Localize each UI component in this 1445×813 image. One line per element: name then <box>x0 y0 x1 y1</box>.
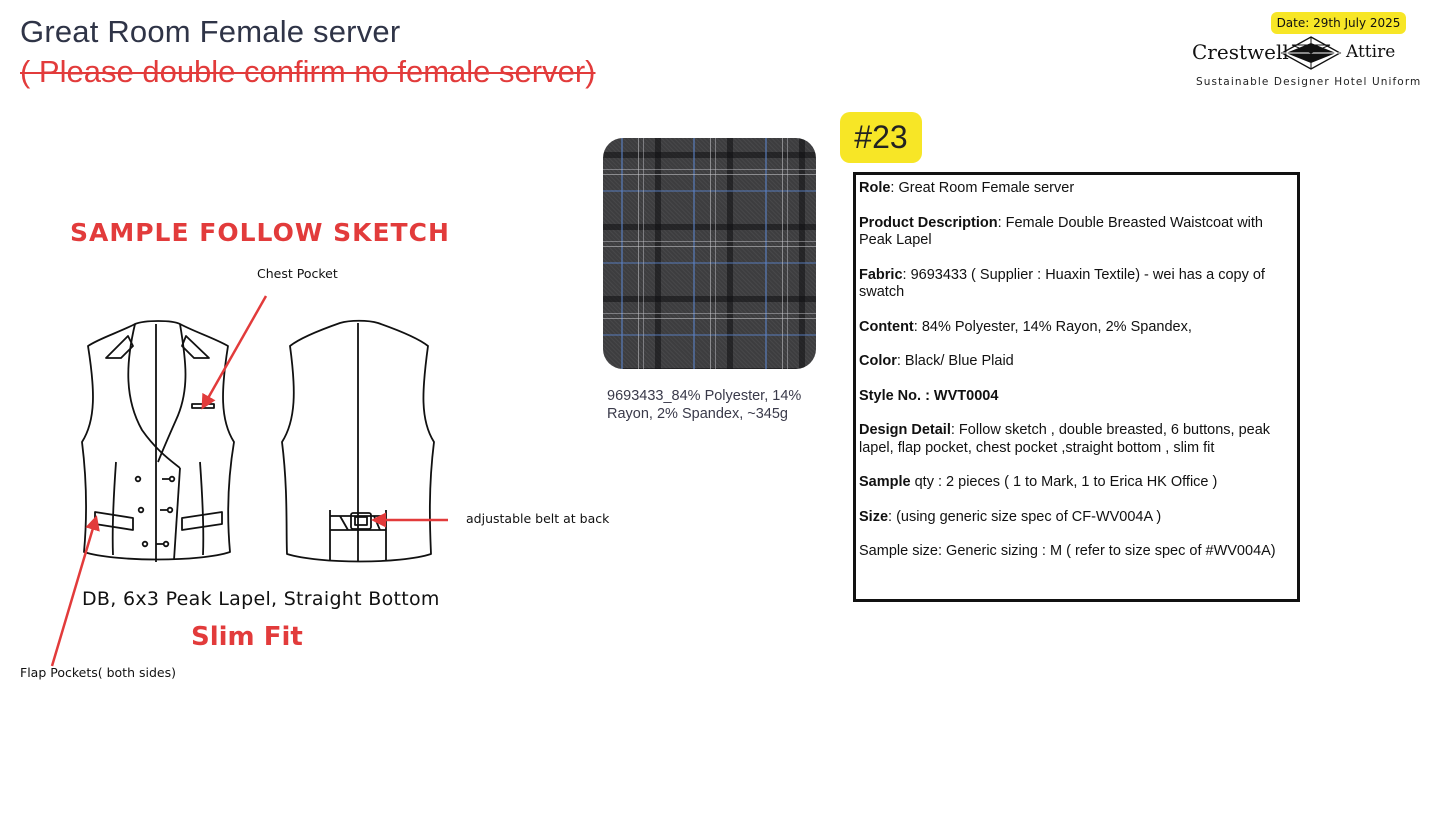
fabric-caption: 9693433_84% Polyester, 14% Rayon, 2% Spa… <box>607 388 802 422</box>
page-title: Great Room Female server <box>20 14 401 49</box>
title-note-struck: ( Please double confirm no female server… <box>20 54 596 89</box>
waistcoat-sketch <box>50 295 448 667</box>
back-waistcoat <box>281 319 435 563</box>
brand-logo-icon <box>1280 36 1342 70</box>
spec-style-no: Style No. : WVT0004 <box>859 387 999 404</box>
front-waistcoat <box>81 320 235 562</box>
spec-product: Product Description: Female Double Breas… <box>859 214 1263 249</box>
spec-box: Role: Great Room Female server Product D… <box>853 172 1300 602</box>
date-badge: Date: 29th July 2025 <box>1271 12 1406 34</box>
callout-arrows <box>50 295 448 667</box>
fit-caption: Slim Fit <box>191 622 303 652</box>
sketch-heading: SAMPLE FOLLOW SKETCH <box>70 218 450 247</box>
spec-role: Role: Great Room Female server <box>859 180 1075 196</box>
chest-pocket-callout: Chest Pocket <box>257 266 338 281</box>
spec-design-detail: Design Detail: Follow sketch , double br… <box>859 422 1271 456</box>
spec-fabric: Fabric: 9693433 ( Supplier : Huaxin Text… <box>859 266 1265 301</box>
spec-size: Size: (using generic size spec of CF-WV0… <box>859 508 1162 525</box>
spec-sample-size: Sample size: Generic sizing : M ( refer … <box>859 543 1276 559</box>
style-caption: DB, 6x3 Peak Lapel, Straight Bottom <box>82 588 440 610</box>
belt-callout: adjustable belt at back <box>466 511 610 526</box>
spec-color: Color: Black/ Blue Plaid <box>859 353 1014 369</box>
spec-content: Content: 84% Polyester, 14% Rayon, 2% Sp… <box>859 318 1192 335</box>
reference-number-badge: #23 <box>840 112 922 163</box>
flap-pocket-callout: Flap Pockets( both sides) <box>20 665 176 680</box>
spec-sample: Sample qty : 2 pieces ( 1 to Mark, 1 to … <box>859 474 1218 490</box>
brand-name-right: Attire <box>1346 42 1396 62</box>
brand-name-left: Crestwell <box>1192 40 1289 64</box>
fabric-swatch-image <box>603 138 816 369</box>
brand-tagline: Sustainable Designer Hotel Uniform <box>1196 76 1422 88</box>
